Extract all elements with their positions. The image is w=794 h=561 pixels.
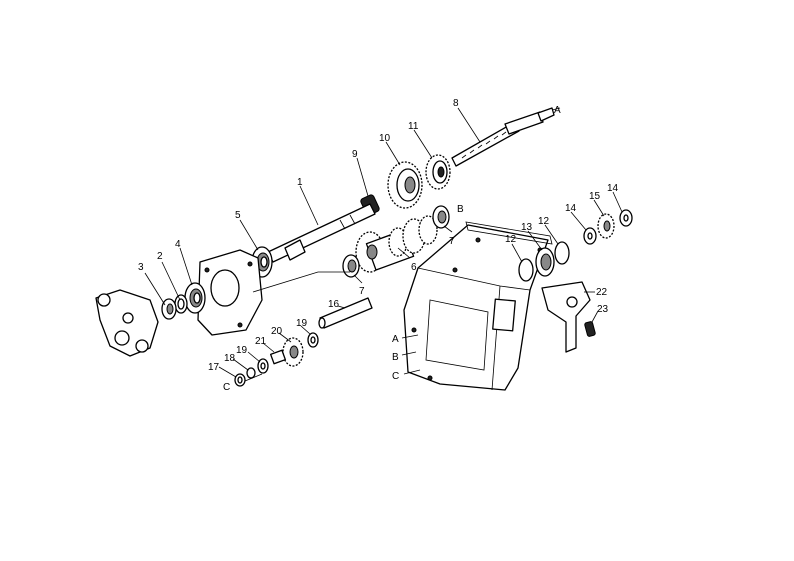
label-part-4: 4 <box>175 239 181 250</box>
reference-letters: A B C A B C <box>223 105 561 393</box>
label-part-3: 3 <box>138 262 144 273</box>
washer-19-lower <box>257 358 269 374</box>
label-part-12-left: 12 <box>505 234 517 245</box>
bearing-13 <box>535 247 555 277</box>
bearing-7-left <box>342 254 360 278</box>
label-part-20: 20 <box>271 326 283 337</box>
reverse-gear-20 <box>282 337 304 367</box>
bearing-4 <box>184 282 206 314</box>
speedo-gear-15 <box>597 213 615 239</box>
seal-3 <box>161 298 177 320</box>
label-part-19-upper: 19 <box>296 318 308 329</box>
label-part-17: 17 <box>208 362 220 373</box>
leader-lines <box>144 107 623 378</box>
bush-21 <box>270 349 286 365</box>
countershaft-gear-cluster-6 <box>355 215 438 273</box>
front-bearing-cover <box>197 249 263 336</box>
ref-letter-c-left: C <box>223 382 230 393</box>
label-part-1: 1 <box>297 177 303 188</box>
label-part-2: 2 <box>157 251 163 262</box>
label-part-9: 9 <box>352 149 358 160</box>
washer-18 <box>246 367 256 379</box>
transmission-case <box>403 224 549 391</box>
gear-11 <box>425 154 451 190</box>
bearing-7-right <box>432 205 450 229</box>
label-part-16: 16 <box>328 299 340 310</box>
circlip-12-left <box>518 258 534 282</box>
washer-19-upper <box>307 332 319 348</box>
label-part-13: 13 <box>521 222 533 233</box>
ref-letter-b-case: B <box>392 352 399 363</box>
label-part-12-right: 12 <box>538 216 550 227</box>
label-part-8: 8 <box>453 98 459 109</box>
label-part-23: 23 <box>597 304 609 315</box>
part-labels: 1 2 3 4 5 6 7 7 8 9 10 11 12 13 12 14 15… <box>138 98 619 373</box>
ref-letter-a-case: A <box>392 334 399 345</box>
ref-letter-b-top: B <box>457 204 464 215</box>
label-part-15: 15 <box>589 191 601 202</box>
ref-letter-c-case: C <box>392 371 399 382</box>
gear-10 <box>387 161 423 209</box>
rear-gasket <box>465 221 553 245</box>
label-part-11: 11 <box>408 121 419 132</box>
label-part-19-lower: 19 <box>236 345 248 356</box>
label-part-5: 5 <box>235 210 241 221</box>
label-part-21: 21 <box>255 336 267 347</box>
label-part-10: 10 <box>379 133 391 144</box>
nut-17 <box>234 373 246 387</box>
output-shaft-8 <box>451 107 555 167</box>
label-part-7-upper: 7 <box>449 236 455 247</box>
label-part-7-lower: 7 <box>359 286 365 297</box>
label-part-14-right: 14 <box>607 183 619 194</box>
countershaft-16 <box>318 297 373 329</box>
ref-letter-a-top: A <box>554 105 561 116</box>
bracket-22 <box>541 281 591 353</box>
washer-14-right <box>619 209 633 227</box>
label-part-22: 22 <box>596 287 608 298</box>
release-bearing-guide <box>95 289 159 357</box>
label-part-14-left: 14 <box>565 203 577 214</box>
bolt-23 <box>584 321 596 337</box>
washer-14-left <box>583 227 597 245</box>
ring-2 <box>174 294 188 314</box>
label-part-18: 18 <box>224 353 236 364</box>
circlip-12-right <box>554 241 570 265</box>
label-part-6: 6 <box>411 262 417 273</box>
reference-lines <box>244 107 561 382</box>
